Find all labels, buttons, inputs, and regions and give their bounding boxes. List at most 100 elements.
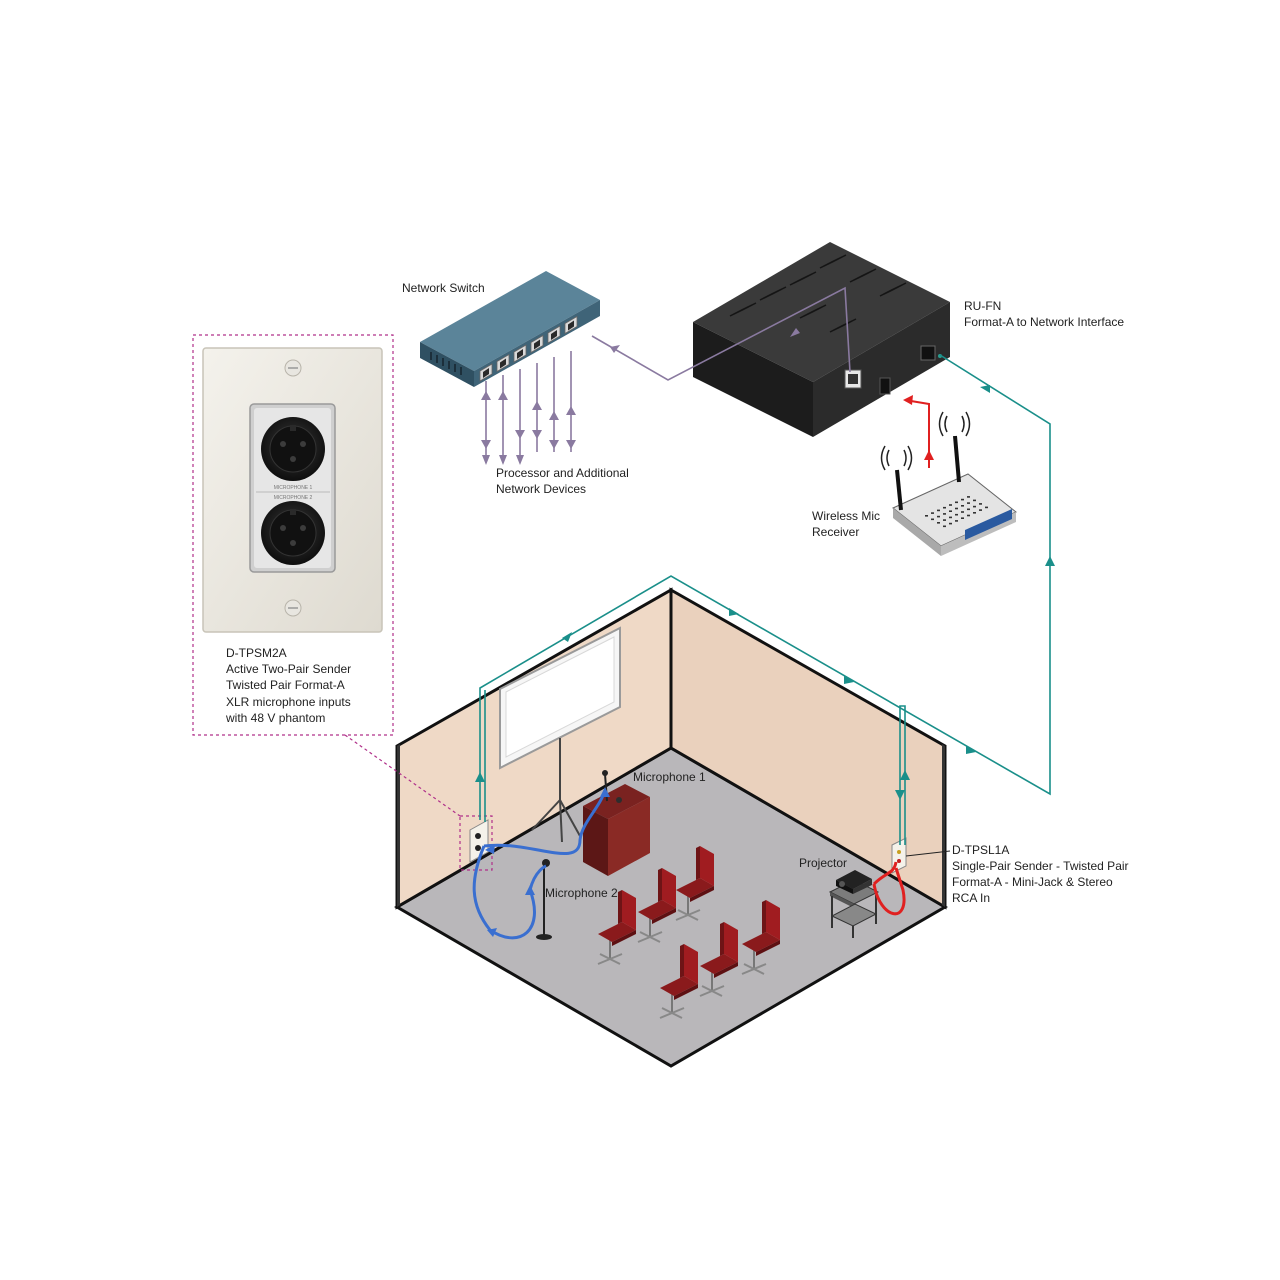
receiver-vent (955, 513, 958, 516)
dtpsm2a-label-line4: XLR microphone inputs (226, 695, 351, 709)
receiver-vent (937, 515, 940, 518)
chair-seat (742, 932, 780, 952)
receiver-vent (949, 516, 952, 519)
switch-port-jack (483, 368, 489, 378)
wireless-label-line1: Wireless Mic (812, 509, 880, 523)
receiver-red-cable (904, 399, 930, 468)
chair-seat (660, 976, 698, 996)
chair-back (700, 846, 714, 886)
chair-back (662, 868, 676, 908)
dtpsm2a-wall-plate: MICROPHONE 1 MICROPHONE 2 (202, 347, 383, 633)
red-arrowheads (903, 395, 934, 460)
receiver-vent (955, 501, 958, 504)
chair-leg (639, 931, 661, 943)
projection-screen (499, 626, 621, 843)
plate-label-mic1: MICROPHONE 1 (274, 485, 313, 491)
projector-cart (828, 870, 880, 938)
audience-chairs (597, 846, 780, 1019)
chair-leg (599, 953, 621, 965)
chair-back (622, 890, 636, 930)
vent-slot (841, 318, 857, 327)
receiver-vent (979, 509, 982, 511)
chair (659, 944, 698, 1019)
microphone-1-label: Microphone 1 (633, 770, 706, 784)
chair (637, 868, 676, 943)
chair-back (684, 944, 698, 984)
chair-back-side (658, 868, 662, 902)
chair-seat (598, 922, 636, 942)
chair-seat-edge (674, 984, 698, 1000)
receiver-vent (943, 513, 946, 515)
dtpsl1a-label-line4: RCA In (952, 891, 991, 905)
receiver-vent (955, 507, 958, 510)
chair-seat-edge (652, 908, 676, 924)
chair-leg (701, 985, 723, 997)
chair (675, 846, 714, 921)
microphone-blue-cables (472, 789, 607, 940)
plate-label-mic2: MICROPHONE 2 (274, 495, 313, 501)
ru-fn-label-line2: Format-A to Network Interface (964, 315, 1125, 329)
switch-port-jack (568, 320, 574, 331)
receiver-vent (931, 518, 934, 521)
chair-back (766, 900, 780, 940)
teal-arrowheads (475, 385, 1055, 800)
receiver-vent (961, 511, 964, 513)
chair-back-side (680, 944, 684, 978)
receiver-vent (985, 506, 988, 509)
network-switch (420, 271, 600, 387)
chair-seat (676, 878, 714, 898)
chair-seat-edge (690, 886, 714, 902)
switch-port-jack (534, 339, 540, 350)
receiver-vent (943, 519, 946, 521)
vent-slot (771, 286, 787, 295)
receiver-vent (967, 514, 970, 517)
receiver-vent (949, 504, 952, 506)
network-switch-label: Network Switch (402, 281, 485, 295)
receiver-vent (961, 498, 964, 501)
receiver-vent (967, 508, 970, 511)
receiver-vent (961, 517, 964, 519)
vent-slot (811, 304, 827, 313)
receiver-vent (937, 522, 940, 524)
switch-port-jack (500, 358, 506, 369)
receiver-vent (967, 496, 970, 498)
podium (583, 770, 650, 876)
switch-port-jack (551, 330, 557, 340)
receiver-vent (955, 520, 958, 522)
processor-label-line1: Processor and Additional (496, 466, 629, 480)
wireless-label-line2: Receiver (812, 525, 860, 539)
vent-slot (741, 302, 757, 311)
chair (597, 890, 636, 965)
wireless-mic-receiver (880, 411, 1017, 556)
receiver-vent (949, 510, 952, 512)
dtpsm2a-label-line2: Active Two-Pair Sender (226, 662, 352, 676)
chair (741, 900, 780, 975)
chair-back-side (720, 922, 724, 956)
chair-back-side (618, 890, 622, 924)
receiver-vent (949, 522, 952, 525)
network-arrowheads (481, 328, 800, 449)
vent-slot (801, 271, 817, 280)
dtpsl1a-label-line3: Format-A - Mini-Jack & Stereo (952, 875, 1113, 889)
dtpsl1a-leader-line (905, 850, 951, 857)
dtpsm2a-label-line3: Twisted Pair Format-A (226, 678, 345, 692)
ru-fn-label-line1: RU-FN (964, 299, 1002, 313)
dtpsm2a-label-line5: with 48 V phantom (226, 711, 326, 725)
xlr-connector-2 (261, 501, 325, 565)
room-wall-plate-left (469, 819, 489, 863)
projector-red-cable (872, 861, 906, 916)
receiver-vent (943, 525, 946, 528)
receiver-vent (961, 505, 964, 507)
switch-port-jack (517, 349, 523, 359)
vent-slot (891, 282, 907, 291)
vent-slot (831, 254, 847, 263)
microphone-2-stand (536, 859, 552, 940)
receiver-vent (943, 506, 946, 509)
chair (699, 922, 738, 997)
chair-leg (677, 909, 699, 921)
receiver-vent (973, 505, 976, 508)
receiver-vent (925, 515, 928, 517)
chair-seat-edge (756, 940, 780, 956)
receiver-vent (967, 502, 970, 504)
